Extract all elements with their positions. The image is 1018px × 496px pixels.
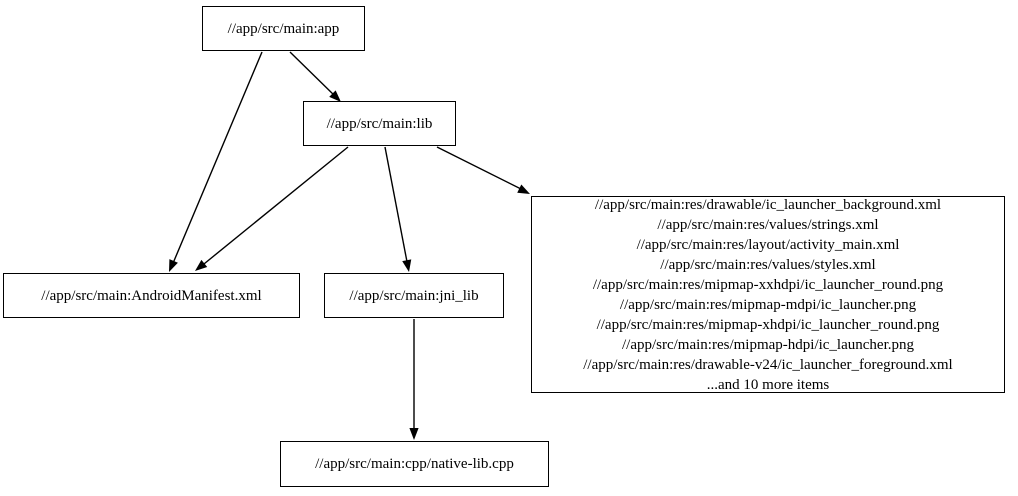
edge-app-to-manifest-arrowhead [169, 259, 178, 272]
node-android-manifest[interactable]: //app/src/main:AndroidManifest.xml [3, 273, 300, 318]
node-android-manifest-label: //app/src/main:AndroidManifest.xml [41, 287, 262, 304]
node-jni-lib[interactable]: //app/src/main:jni_lib [324, 273, 504, 318]
node-jni-lib-label: //app/src/main:jni_lib [349, 287, 479, 304]
edge-lib-to-manifest-arrowhead [195, 259, 208, 271]
node-native-lib-cpp-label: //app/src/main:cpp/native-lib.cpp [315, 456, 514, 472]
edge-jni-lib-to-native-lib-arrowhead [409, 428, 419, 440]
edge-lib-to-resources-arrowhead [517, 184, 530, 194]
node-lib[interactable]: //app/src/main:lib [303, 101, 456, 146]
edge-app-to-lib-arrowhead [329, 90, 341, 102]
edge-lib-to-jni-lib-arrowhead [402, 259, 412, 272]
node-resources-list[interactable]: //app/src/main:res/drawable/ic_launcher_… [531, 196, 1005, 393]
edge-lib-to-jni-lib [384, 146, 409, 268]
edge-app-to-lib [289, 51, 338, 99]
edges-group [169, 51, 530, 440]
edge-lib-to-manifest [198, 146, 349, 269]
edge-app-to-manifest [170, 51, 263, 269]
node-lib-label: //app/src/main:lib [326, 115, 433, 132]
node-resources-list-label: //app/src/main:res/drawable/ic_launcher_… [583, 196, 953, 393]
edge-lib-to-resources [436, 146, 526, 192]
node-app[interactable]: //app/src/main:app [202, 6, 365, 51]
node-native-lib-cpp[interactable]: //app/src/main:cpp/native-lib.cpp [280, 441, 549, 487]
node-app-label: //app/src/main:app [227, 20, 340, 37]
